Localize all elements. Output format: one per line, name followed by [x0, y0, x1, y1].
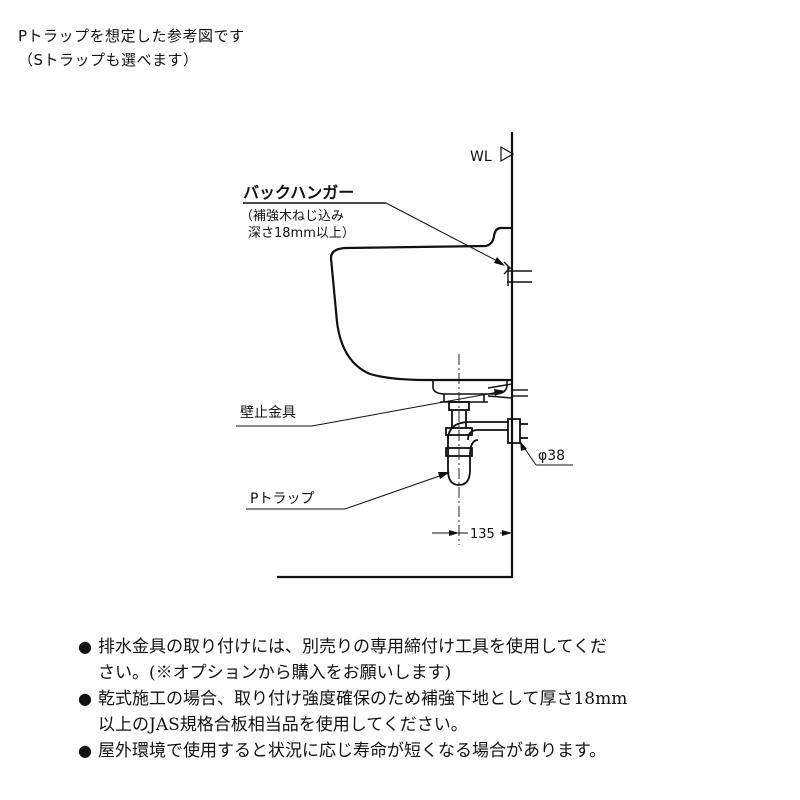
bullet-icon: ● [78, 637, 92, 656]
trap-offset-dimension: 135 [432, 527, 512, 542]
p-trap-arrow-icon [438, 472, 450, 479]
bullet-icon: ● [78, 689, 92, 708]
note-line: 排水金具の取り付けには、別売りの専用締付け工具を使用してくだ [98, 637, 607, 657]
note-line: 以上のJAS規格合板相当品を使用してください。 [98, 715, 468, 735]
note-line: 乾式施工の場合、取り付け強度確保のため補強下地として厚さ18mm [98, 689, 628, 709]
notes-list: ● 排水金具の取り付けには、別売りの専用締付け工具を使用してくだ さい。(※オプ… [78, 634, 778, 764]
note-item: ● 乾式施工の場合、取り付け強度確保のため補強下地として厚さ18mm 以上のJA… [78, 686, 778, 738]
p-trap-label: Pトラップ [250, 491, 314, 507]
dimension-arrow-left-icon [449, 530, 459, 536]
dimension-arrow-right-icon [502, 530, 512, 536]
header-line-2: （Sトラップも選べます） [18, 51, 199, 69]
wall-bracket-arrow-icon [494, 389, 506, 396]
wall-bracket-leader-diagonal [311, 390, 505, 427]
pipe-diameter-arrow-icon [520, 441, 527, 451]
back-hanger-label: バックハンガー [243, 183, 354, 202]
note-line: 屋外環境で使用すると状況に応じ寿命が短くなる場合があります。 [98, 741, 607, 761]
wall-bracket-label: 壁止金具 [240, 405, 296, 421]
header: Pトラップを想定した参考図です （Sトラップも選べます） [18, 24, 245, 72]
sink-installation-diagram: WL バックハンガー （ [236, 132, 573, 579]
trap-offset-label: 135 [470, 527, 495, 542]
wall-bracket [487, 383, 528, 399]
back-hanger-hardware [503, 261, 532, 286]
back-hanger-leader-line [385, 202, 504, 265]
note-line: さい。(※オプションから購入をお願いします) [98, 663, 452, 683]
back-hanger-note-line-1: （補強木ねじ込み [240, 209, 344, 224]
sink-bowl [329, 226, 512, 382]
note-item: ● 排水金具の取り付けには、別売りの専用締付け工具を使用してくだ さい。(※オプ… [78, 634, 778, 686]
back-hanger-arrow-icon [494, 257, 505, 266]
p-trap-pipe [445, 401, 528, 486]
note-item: ● 屋外環境で使用すると状況に応じ寿命が短くなる場合があります。 [78, 738, 778, 764]
bullet-icon: ● [78, 741, 92, 760]
p-trap-leader-diagonal [344, 472, 449, 510]
pipe-diameter-label: φ38 [538, 448, 565, 464]
header-line-1: Pトラップを想定した参考図です [18, 27, 245, 45]
back-hanger-note-line-2: 深さ18mm以上） [248, 226, 355, 241]
wl-label: WL [470, 149, 492, 165]
wl-marker-icon [500, 145, 515, 163]
